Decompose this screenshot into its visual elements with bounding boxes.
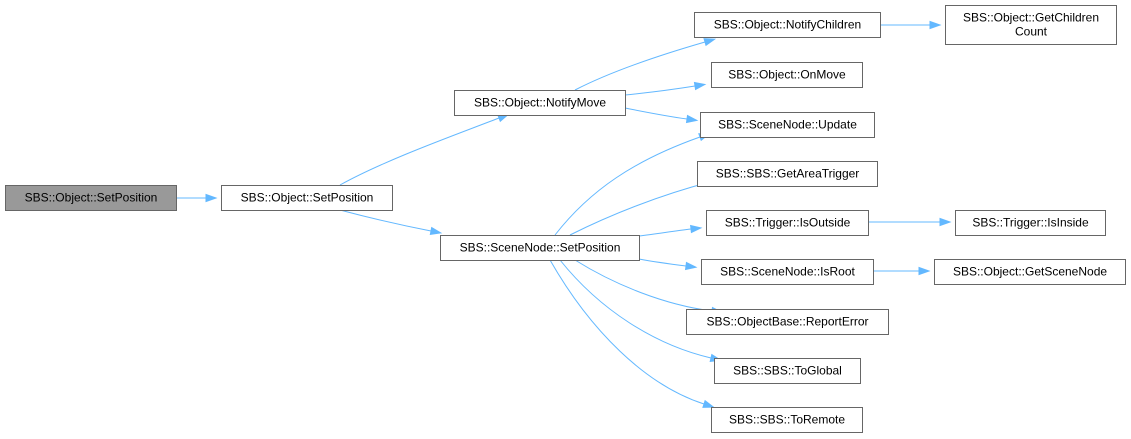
edge-line xyxy=(554,136,701,236)
node-label: SBS::SBS::ToRemote xyxy=(729,413,845,427)
node-box xyxy=(706,210,869,236)
node-box xyxy=(700,112,875,138)
node-sbs-scenenode-isroot[interactable]: SBS::SceneNode::IsRoot xyxy=(701,259,874,285)
node-box xyxy=(945,5,1117,45)
edge-line xyxy=(574,259,713,312)
edge-line xyxy=(574,41,706,91)
node-sbs-trigger-isinside[interactable]: SBS::Trigger::IsInside xyxy=(955,210,1106,236)
edge-line xyxy=(624,85,696,96)
node-label: SBS::Trigger::IsInside xyxy=(972,216,1089,230)
edge-sbs-object-notifymove-to-sbs-object-notifychildren xyxy=(574,38,717,91)
edge-sbs-object-notifymove-to-sbs-object-onmove xyxy=(624,81,707,96)
edge-arrowhead xyxy=(205,193,218,203)
nodes-layer: SBS::Object::SetPosition SBS::Object::Set… xyxy=(5,5,1126,433)
node-label: Count xyxy=(1015,25,1048,39)
edge-arrowhead xyxy=(690,224,703,234)
edge-line xyxy=(339,209,432,232)
edge-line xyxy=(559,259,712,359)
node-box xyxy=(5,185,177,211)
edge-sbs-object-notifychildren-to-sbs-object-getchildren-count xyxy=(880,20,942,30)
edge-line xyxy=(569,181,711,236)
edge-sbs-scenenode-isroot-to-sbs-object-getscenenode xyxy=(873,266,931,276)
node-sbs-sbs-toremote[interactable]: SBS::SBS::ToRemote xyxy=(711,407,863,433)
node-label: SBS::SceneNode::IsRoot xyxy=(720,265,855,279)
node-label: SBS::SBS::ToGlobal xyxy=(733,364,842,378)
edge-arrowhead xyxy=(929,20,942,30)
node-label: SBS::SceneNode::SetPosition xyxy=(460,241,621,255)
node-label: SBS::SceneNode::Update xyxy=(718,118,857,132)
node-sbs-scenenode-update[interactable]: SBS::SceneNode::Update xyxy=(700,112,875,138)
node-sbs-object-notifymove[interactable]: SBS::Object::NotifyMove xyxy=(454,90,626,116)
edge-arrowhead xyxy=(703,38,717,47)
edge-line xyxy=(549,259,705,405)
edge-arrowhead xyxy=(429,226,443,236)
edge-arrowhead xyxy=(939,217,952,227)
node-box xyxy=(221,185,393,211)
edge-sbs-scenenode-setposition-to-sbs-objectbase-reporterror xyxy=(574,259,724,316)
node-box xyxy=(955,210,1106,236)
node-label: SBS::Object::GetSceneNode xyxy=(953,265,1107,279)
node-label: SBS::Object::SetPosition xyxy=(25,191,158,205)
node-label: SBS::Trigger::IsOutside xyxy=(725,216,851,230)
node-sbs-object-onmove[interactable]: SBS::Object::OnMove xyxy=(711,62,863,88)
node-label: SBS::Object::OnMove xyxy=(728,68,846,82)
edge-sbs-scenenode-setposition-to-sbs-scenenode-isroot xyxy=(638,258,698,271)
node-box xyxy=(711,62,863,88)
node-label: SBS::Object::NotifyMove xyxy=(474,96,606,110)
node-sbs-trigger-isoutside[interactable]: SBS::Trigger::IsOutside xyxy=(706,210,869,236)
node-box xyxy=(934,259,1126,285)
edge-sbs-scenenode-setposition-to-sbs-trigger-isoutside xyxy=(638,224,703,237)
edge-sbs-scenenode-setposition-to-sbs-scenenode-update xyxy=(554,133,711,236)
node-sbs-sbs-toglobal[interactable]: SBS::SBS::ToGlobal xyxy=(714,358,861,384)
edge-sbs-trigger-isoutside-to-sbs-trigger-isinside xyxy=(868,217,952,227)
node-box xyxy=(697,161,878,187)
edge-line xyxy=(638,258,687,267)
node-sbs-object-notifychildren[interactable]: SBS::Object::NotifyChildren xyxy=(694,12,881,38)
node-box xyxy=(714,358,861,384)
node-label: SBS::ObjectBase::ReportError xyxy=(706,315,868,329)
node-label: SBS::SBS::GetAreaTrigger xyxy=(716,167,860,181)
edge-arrowhead xyxy=(693,81,707,91)
edge-line xyxy=(339,117,500,186)
edge-line xyxy=(624,107,688,120)
node-sbs-sbs-getareatrigger[interactable]: SBS::SBS::GetAreaTrigger xyxy=(697,161,878,187)
edge-sbs-scenenode-setposition-to-sbs-sbs-toremote xyxy=(549,259,715,408)
edge-sbs-object-setposition-to-sbs-scenenode-setposition xyxy=(339,209,443,236)
node-label: SBS::Object::SetPosition xyxy=(241,191,374,205)
node-label: SBS::Object::NotifyChildren xyxy=(714,18,861,32)
edge-arrowhead xyxy=(684,261,698,271)
node-sbs-object-getscenenode[interactable]: SBS::Object::GetSceneNode xyxy=(934,259,1126,285)
node-box xyxy=(694,12,881,38)
edge-sbs-object-setposition-to-sbs-object-notifymove xyxy=(339,113,510,186)
node-sbs-objectbase-reporterror[interactable]: SBS::ObjectBase::ReportError xyxy=(686,309,889,335)
node-box xyxy=(440,235,640,261)
node-sbs-scenenode-setposition[interactable]: SBS::SceneNode::SetPosition xyxy=(440,235,640,261)
node-sbs-object-setposition: SBS::Object::SetPosition xyxy=(5,185,177,211)
node-box xyxy=(701,259,874,285)
node-box xyxy=(686,309,889,335)
node-sbs-object-setposition[interactable]: SBS::Object::SetPosition xyxy=(221,185,393,211)
edge-sbs-object-notifymove-to-sbs-scenenode-update xyxy=(624,107,699,124)
edge-arrowhead xyxy=(702,399,715,408)
node-box xyxy=(454,90,626,116)
edge-arrowhead xyxy=(918,266,931,276)
edge-line xyxy=(638,228,692,237)
edge-sbs-object-setposition-to-sbs-object-setposition xyxy=(176,193,218,203)
node-label: SBS::Object::GetChildren xyxy=(963,11,1099,25)
node-box xyxy=(711,407,863,433)
edge-arrowhead xyxy=(685,114,699,124)
